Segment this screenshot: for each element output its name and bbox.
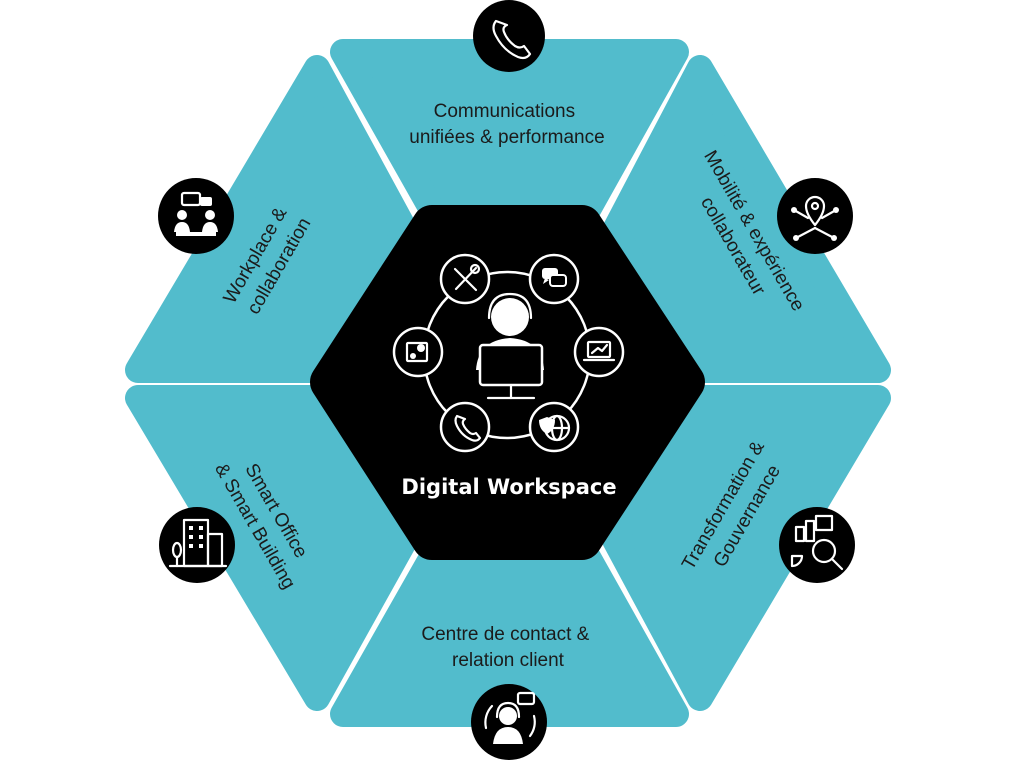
meeting-icon [158,178,234,254]
phone-icon [439,401,491,453]
phone-icon [473,0,545,72]
customer-support-icon [471,684,547,760]
center-title: Digital Workspace [401,475,616,499]
person-at-computer-icon [476,292,544,400]
analytics-magnifier-icon [779,507,855,583]
segment-bottom-right [602,385,891,711]
chat-bubbles-icon [528,253,580,305]
laptop-chart-icon [573,326,625,378]
office-building-icon [159,507,235,583]
segment-label-bottom: Centre de contact & relation client [421,624,594,671]
segment-label-top: Communications unifiées & performance [409,101,604,148]
globe-shield-icon [528,401,580,453]
center-hub: Digital Workspace [310,205,705,560]
settings-window-icon [392,326,444,378]
tools-icon [439,253,491,305]
location-network-icon [777,178,853,254]
